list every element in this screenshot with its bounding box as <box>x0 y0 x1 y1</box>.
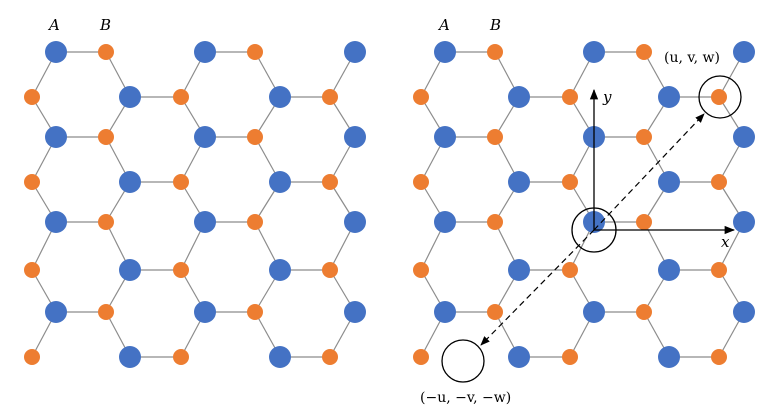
right-atom-a <box>733 126 755 148</box>
left-atom-a <box>194 41 216 63</box>
right-atom-a <box>508 346 530 368</box>
left-atom-b <box>322 262 338 278</box>
right-atom-b <box>487 304 503 320</box>
left-atom-b <box>322 174 338 190</box>
left-atom-b <box>247 304 263 320</box>
right-bonds <box>420 51 745 358</box>
left-atom-a <box>119 171 141 193</box>
right-atom-b <box>562 262 578 278</box>
left-atom-b <box>173 89 189 105</box>
right-atom-a <box>434 211 456 233</box>
inverse-point-coordinate-label: (−u, −v, −w) <box>420 390 511 406</box>
left-atom-a <box>344 126 366 148</box>
right-atom-a <box>733 211 755 233</box>
right-atom-b <box>636 214 652 230</box>
right-atom-b <box>711 174 727 190</box>
left-atom-a <box>194 126 216 148</box>
left-atom-b <box>24 262 40 278</box>
left-atom-b <box>24 349 40 365</box>
left-atom-a <box>119 259 141 281</box>
origin-highlight-circle <box>571 207 617 253</box>
right-atom-a <box>434 126 456 148</box>
right-atom-a <box>434 301 456 323</box>
left-atom-a <box>344 211 366 233</box>
point-coordinate-label: (u, v, w) <box>664 50 720 66</box>
left-atom-b <box>98 214 114 230</box>
right-atom-b <box>711 262 727 278</box>
right-atom-b <box>636 304 652 320</box>
right-atom-b <box>636 44 652 60</box>
x-axis-label: x <box>721 233 730 251</box>
right-atom-a <box>434 41 456 63</box>
left-atom-b <box>98 304 114 320</box>
right-atom-b <box>487 44 503 60</box>
right-atom-b <box>413 89 429 105</box>
right-atom-a <box>733 41 755 63</box>
left-atom-b <box>322 89 338 105</box>
left-atom-b <box>247 214 263 230</box>
left-atom-b <box>98 44 114 60</box>
right-atom-b <box>711 349 727 365</box>
right-sublattice-b-label: B <box>489 16 501 34</box>
left-atom-b <box>24 174 40 190</box>
inverse-point-circle <box>441 339 485 383</box>
left-atom-a <box>269 171 291 193</box>
right-atom-b <box>413 349 429 365</box>
right-atom-a <box>583 41 605 63</box>
right-atom-a <box>733 301 755 323</box>
left-atom-a <box>269 259 291 281</box>
left-atom-a <box>119 346 141 368</box>
left-atom-b <box>173 262 189 278</box>
vector-to-point <box>593 113 705 231</box>
right-atom-b <box>636 129 652 145</box>
right-atom-b <box>562 89 578 105</box>
point-highlight-circle <box>698 75 742 119</box>
right-atom-b <box>487 129 503 145</box>
left-atom-a <box>45 41 67 63</box>
left-atom-a <box>45 211 67 233</box>
left-atom-a <box>344 41 366 63</box>
left-atom-a <box>45 301 67 323</box>
left-sublattice-a-label: A <box>47 16 60 34</box>
left-atoms <box>24 41 366 368</box>
left-sublattice-b-label: B <box>99 16 111 34</box>
left-atom-a <box>344 301 366 323</box>
right-atom-b <box>413 174 429 190</box>
right-atom-b <box>413 262 429 278</box>
right-atoms <box>413 41 755 368</box>
right-atom-a <box>658 346 680 368</box>
left-atom-a <box>194 211 216 233</box>
right-atom-a <box>508 171 530 193</box>
left-atom-b <box>98 129 114 145</box>
right-atom-a <box>658 86 680 108</box>
right-atom-b <box>487 214 503 230</box>
left-atom-a <box>269 346 291 368</box>
right-sublattice-a-label: A <box>437 16 450 34</box>
left-atom-b <box>247 44 263 60</box>
y-axis-label: y <box>602 88 612 106</box>
left-atom-b <box>173 174 189 190</box>
left-lattice-panel: A B <box>24 16 366 368</box>
right-atom-b <box>562 349 578 365</box>
right-lattice-panel: A B y x (u, v, w) (−u, −v, −w) <box>413 16 755 406</box>
right-atom-a <box>583 301 605 323</box>
left-atom-a <box>119 86 141 108</box>
vector-to-inverse-point <box>480 229 595 346</box>
left-atom-a <box>45 126 67 148</box>
left-bonds <box>31 51 356 358</box>
right-atom-a <box>658 171 680 193</box>
left-atom-b <box>173 349 189 365</box>
left-atom-b <box>322 349 338 365</box>
left-atom-b <box>247 129 263 145</box>
left-atom-b <box>24 89 40 105</box>
right-atom-b <box>562 174 578 190</box>
right-atom-a <box>508 86 530 108</box>
right-atom-a <box>508 259 530 281</box>
left-atom-a <box>194 301 216 323</box>
left-atom-a <box>269 86 291 108</box>
right-atom-b <box>711 89 727 105</box>
right-atom-a <box>658 259 680 281</box>
